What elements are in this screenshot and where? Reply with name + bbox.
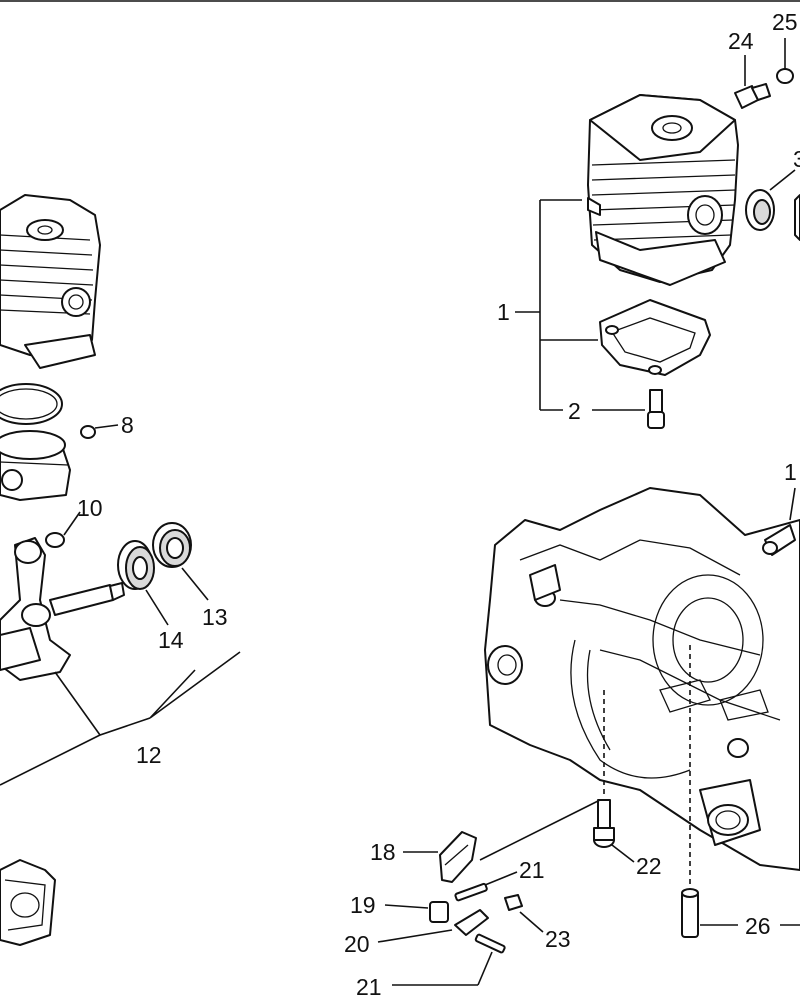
cylinder-left <box>0 194 101 369</box>
stud <box>762 524 796 556</box>
callout-10: 10 <box>77 495 103 521</box>
callout-22: 22 <box>636 853 662 879</box>
callout-26: 26 <box>745 913 771 939</box>
callout-18: 18 <box>370 839 396 865</box>
pin-21-upper <box>454 882 488 902</box>
seal <box>152 522 192 568</box>
cylinder-right <box>587 94 739 286</box>
sleeve <box>429 901 449 923</box>
callout-8: 8 <box>121 412 134 438</box>
callout-1: 1 <box>497 299 510 325</box>
decompression-valve <box>734 83 771 109</box>
piston-ring <box>0 383 63 425</box>
needle-bearing <box>45 532 65 548</box>
callout-21-lower: 21 <box>356 974 382 1000</box>
pin-21-lower <box>474 933 506 954</box>
callout-2: 2 <box>568 398 581 424</box>
chain-catcher <box>439 831 477 883</box>
crankcase-bearing-cap <box>599 299 711 376</box>
callout-14: 14 <box>158 627 184 653</box>
callout-20: 20 <box>344 931 370 957</box>
crankcase-half-left <box>0 859 56 946</box>
callout-25: 25 <box>772 9 798 35</box>
callout-3: 3 <box>793 146 800 172</box>
lever <box>454 909 489 936</box>
leader-lines <box>0 38 800 986</box>
callout-23: 23 <box>545 926 571 952</box>
valve-cap <box>776 68 794 84</box>
callout-12: 12 <box>136 742 162 768</box>
callout-11: 1 <box>784 459 797 485</box>
crankcase <box>484 487 800 871</box>
piston <box>0 430 71 501</box>
crankshaft <box>0 537 125 681</box>
bearing <box>117 540 155 590</box>
callout-24: 24 <box>728 28 754 54</box>
callout-13: 13 <box>202 604 228 630</box>
callout-19: 19 <box>350 892 376 918</box>
intake-flange <box>745 189 800 241</box>
nut-23 <box>504 894 523 911</box>
screw-22 <box>593 799 615 848</box>
callout-21-upper: 21 <box>519 857 545 883</box>
circlip <box>80 425 96 439</box>
screw <box>647 389 665 429</box>
pin-26 <box>681 888 699 938</box>
